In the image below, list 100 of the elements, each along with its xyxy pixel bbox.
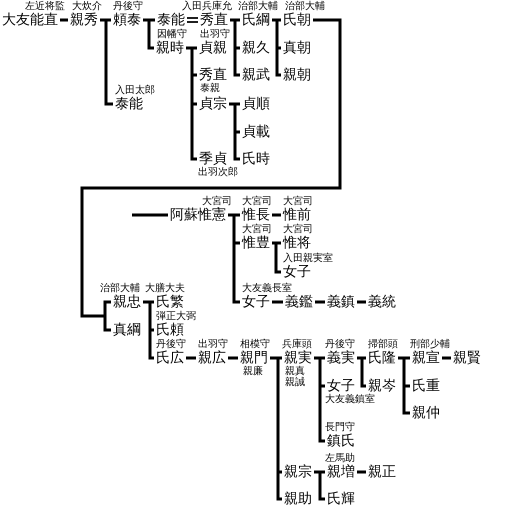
title-label: 治部大輔 — [238, 1, 278, 12]
person-name: 義統 — [366, 294, 398, 310]
person-name: 鎮氏 — [325, 433, 357, 449]
person-name: 貞順 — [240, 96, 272, 112]
person-name: 親岑 — [366, 378, 398, 394]
person-name: 頼泰 — [111, 12, 143, 28]
person-name: 阿蘇惟憲 — [168, 207, 228, 223]
note-label: 泰親 — [200, 83, 220, 94]
person-name: 女子 — [281, 264, 313, 280]
title-label: 治部大輔 — [100, 283, 140, 294]
title-label: 掃部頭 — [368, 339, 398, 350]
person-name: 親助 — [282, 491, 314, 507]
connector-line — [314, 470, 325, 500]
note-label: 出羽次郎 — [198, 167, 238, 178]
person-name: 親宗 — [282, 464, 314, 480]
double-line-connector — [186, 17, 199, 23]
note-label: 親真 — [285, 366, 305, 377]
person-name: 氏輝 — [325, 491, 357, 507]
title-label: 左近将監 — [25, 1, 65, 12]
person-name: 惟長 — [240, 207, 272, 223]
person-name: 真綱 — [111, 322, 143, 338]
person-name: 貞宗 — [197, 96, 229, 112]
title-label: 弾正大弼 — [156, 311, 196, 322]
title-label: 因幡守 — [157, 29, 187, 40]
connector-line — [270, 214, 281, 216]
title-label: 治部大輔 — [285, 1, 325, 12]
connector-line — [226, 356, 238, 360]
person-name: 氏繁 — [154, 294, 186, 310]
connector-line — [132, 214, 168, 216]
person-name: 女子 — [240, 294, 272, 310]
title-label: 大宮司 — [242, 224, 272, 235]
title-label: 出羽守 — [198, 339, 228, 350]
person-name: 親武 — [240, 67, 272, 83]
title-label: 大炊介 — [72, 1, 102, 12]
person-name: 義鑑 — [283, 294, 315, 310]
title-label: 左馬助 — [325, 453, 355, 464]
note-label: 親廉 — [243, 366, 263, 377]
person-name: 氏広 — [154, 350, 186, 366]
person-name: 泰能 — [113, 96, 145, 112]
title-label: 丹後守 — [156, 339, 186, 350]
title-label: 丹後守 — [325, 339, 355, 350]
person-name: 氏綱 — [240, 12, 272, 28]
connector-line — [100, 18, 113, 106]
title-label: 長門守 — [325, 422, 355, 433]
person-name: 義実 — [325, 350, 357, 366]
connector-line — [58, 18, 68, 22]
title-label: 大宮司 — [283, 224, 313, 235]
person-name: 女子 — [325, 378, 357, 394]
title-label: 兵庫頭 — [282, 339, 312, 350]
title-label: 大宮司 — [283, 196, 313, 207]
person-name: 氏時 — [240, 151, 272, 167]
person-name: 義鎮 — [325, 294, 357, 310]
title-label: 入田兵庫允 — [182, 1, 232, 12]
title-label: 相模守 — [240, 339, 270, 350]
connector-line — [440, 356, 451, 360]
person-name: 季貞 — [197, 151, 229, 167]
title-label: 刑部少輔 — [410, 339, 450, 350]
title-label: 入田太郎 — [115, 85, 155, 96]
title-label: 大宮司 — [242, 196, 272, 207]
title-label: 出羽守 — [200, 29, 230, 40]
person-name: 貞親 — [197, 40, 229, 56]
person-name: 氏朝 — [281, 12, 313, 28]
person-name: 真朝 — [281, 40, 313, 56]
note-label: 大友義鎮室 — [325, 394, 375, 405]
person-name: 大友能直 — [0, 12, 60, 28]
connector-line — [314, 300, 325, 304]
person-name: 惟将 — [281, 235, 313, 251]
connector-line — [184, 356, 196, 360]
person-name: 親久 — [240, 40, 272, 56]
person-name: 氏隆 — [366, 350, 398, 366]
person-name: 氏頼 — [154, 322, 186, 338]
person-name: 泰能 — [155, 12, 187, 28]
connector-line — [356, 300, 366, 304]
person-name: 惟前 — [281, 207, 313, 223]
title-label: 大宮司 — [202, 196, 232, 207]
connector-line — [270, 300, 283, 304]
title-label: 大友義長室 — [242, 283, 292, 294]
person-name: 氏重 — [410, 378, 442, 394]
person-name: 親時 — [154, 40, 186, 56]
person-name: 親仲 — [410, 405, 442, 421]
person-name: 貞載 — [240, 124, 272, 140]
connector-line — [143, 18, 154, 50]
connector-line — [356, 470, 366, 474]
person-name: 親正 — [366, 464, 398, 480]
person-name: 親宣 — [410, 350, 442, 366]
person-name: 秀直 — [198, 12, 230, 28]
person-name: 惟豊 — [240, 235, 272, 251]
person-name: 親忠 — [111, 294, 143, 310]
connector-line — [357, 356, 366, 388]
connector-line — [272, 242, 281, 274]
person-name: 親秀 — [68, 12, 100, 28]
person-name: 親実 — [282, 350, 314, 366]
title-label: 入田親実室 — [283, 253, 333, 264]
person-name: 親広 — [196, 350, 228, 366]
title-label: 大膳大夫 — [145, 283, 185, 294]
person-name: 親増 — [325, 464, 357, 480]
person-name: 親朝 — [281, 67, 313, 83]
note-label: 親誠 — [285, 377, 305, 388]
person-name: 親賢 — [451, 350, 483, 366]
title-label: 丹後守 — [113, 1, 143, 12]
